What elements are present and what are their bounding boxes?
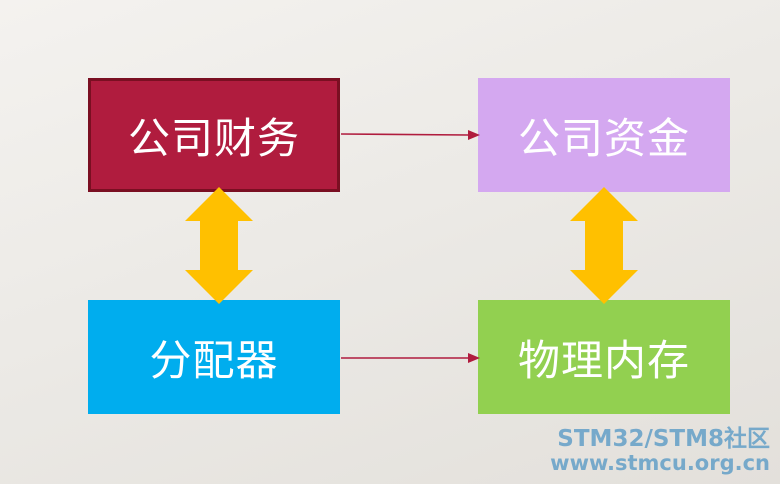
watermark-community-name: STM32/STM8社区 [557,426,770,452]
node-allocator-label: 分配器 [149,335,279,385]
arrow-finance-to-funds [340,133,469,136]
node-physical-memory-label: 物理内存 [517,335,690,385]
node-company-funds-label: 公司资金 [517,113,690,163]
watermark-url: www.stmcu.org.cn [550,451,770,475]
node-allocator: 分配器 [88,300,340,414]
node-physical-memory: 物理内存 [478,300,730,414]
double-arrow-funds-memory [570,187,638,304]
double-arrow-finance-allocator [185,187,253,304]
node-company-finance: 公司财务 [88,78,340,192]
node-company-funds: 公司资金 [478,78,730,192]
node-company-finance-label: 公司财务 [127,113,300,163]
